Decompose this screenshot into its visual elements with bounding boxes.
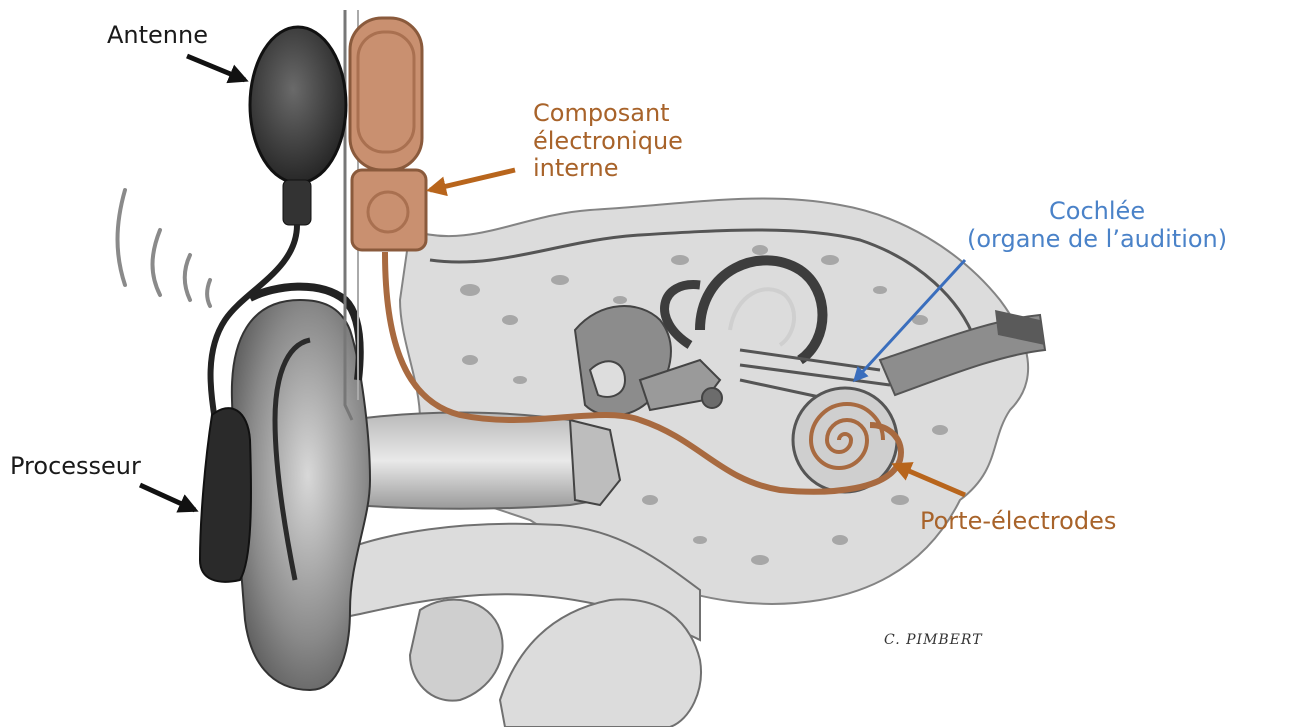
internal-receiver xyxy=(350,18,426,250)
composant-arrow xyxy=(430,170,515,190)
processeur-arrow xyxy=(140,485,195,510)
ear-canal xyxy=(350,413,600,509)
composant-line-3: interne xyxy=(533,155,683,183)
jaw-sketch xyxy=(320,524,701,727)
composant-line-1: Composant xyxy=(533,100,683,128)
artist-signature: C. PIMBERT xyxy=(884,632,983,648)
antenna-device xyxy=(250,27,346,225)
antenne-label: Antenne xyxy=(107,22,208,50)
composant-label: Composant électronique interne xyxy=(533,100,683,183)
cochlee-label: Cochlée (organe de l’audition) xyxy=(967,198,1227,253)
antenne-arrow xyxy=(187,56,245,80)
cochlee-line-1: Cochlée xyxy=(967,198,1227,226)
outer-ear xyxy=(232,287,370,690)
processor-device xyxy=(200,408,251,582)
cochlee-line-2: (organe de l’audition) xyxy=(967,226,1227,254)
porte-electrodes-label: Porte-électrodes xyxy=(920,508,1116,536)
processeur-label: Processeur xyxy=(10,453,141,481)
sound-waves xyxy=(118,190,211,306)
composant-line-2: électronique xyxy=(533,128,683,156)
